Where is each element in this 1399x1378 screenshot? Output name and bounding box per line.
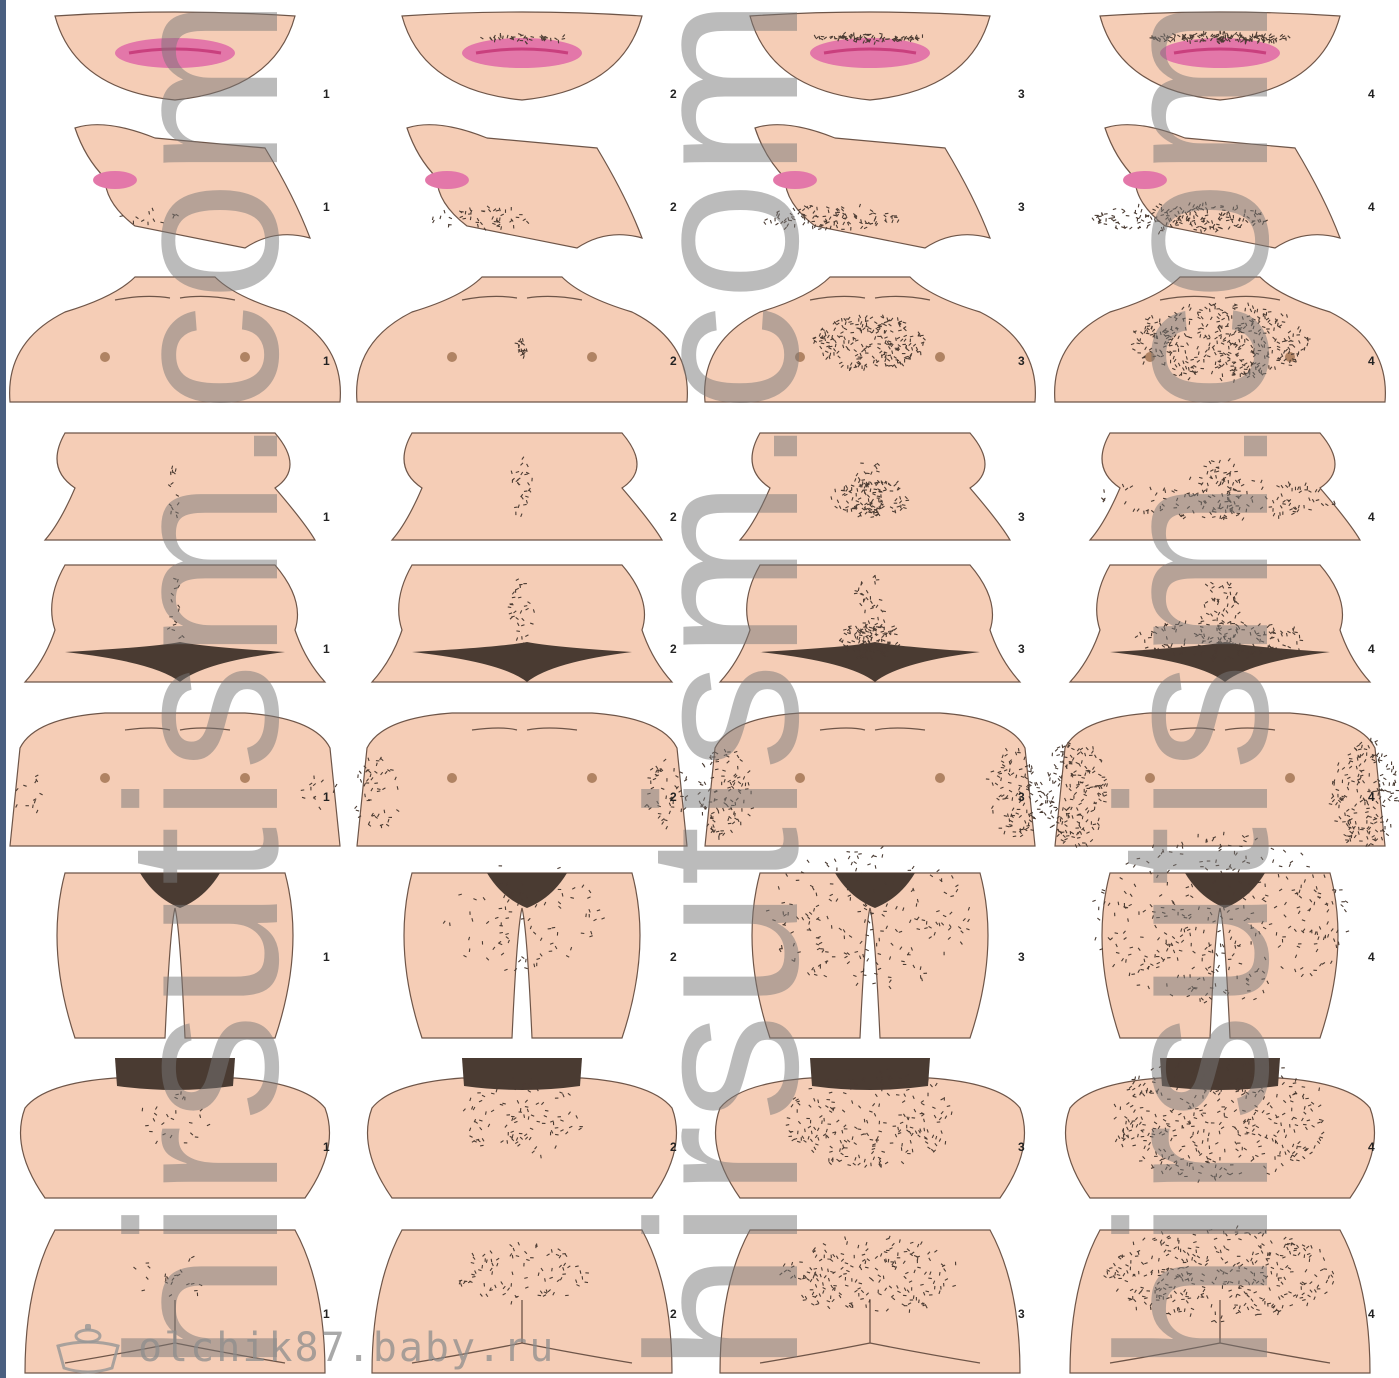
level-number: 1 — [323, 790, 330, 804]
level-number: 1 — [323, 1307, 330, 1321]
level-number: 1 — [323, 642, 330, 656]
level-number: 3 — [1018, 200, 1025, 214]
level-number: 4 — [1368, 87, 1375, 101]
level-number: 4 — [1368, 950, 1375, 964]
credit-watermark: olchik87.baby.ru — [52, 1322, 555, 1374]
level-number: 3 — [1018, 1307, 1025, 1321]
level-number: 3 — [1018, 1140, 1025, 1154]
level-number: 1 — [323, 510, 330, 524]
credit-text: olchik87.baby.ru — [138, 1325, 555, 1371]
level-number: 4 — [1368, 510, 1375, 524]
level-number: 1 — [323, 87, 330, 101]
watermark: hirsutism.com — [615, 0, 830, 1372]
level-number: 1 — [323, 354, 330, 368]
level-number: 1 — [323, 200, 330, 214]
watermark: hirsutism.com — [1085, 0, 1300, 1372]
level-number: 3 — [1018, 87, 1025, 101]
level-number: 3 — [1018, 950, 1025, 964]
level-number: 3 — [1018, 642, 1025, 656]
level-number: 4 — [1368, 200, 1375, 214]
level-number: 4 — [1368, 642, 1375, 656]
level-number: 4 — [1368, 790, 1375, 804]
watermark: hirsutism.com — [95, 0, 310, 1372]
level-number: 1 — [323, 950, 330, 964]
level-number: 3 — [1018, 510, 1025, 524]
pot-icon — [52, 1322, 124, 1374]
level-number: 4 — [1368, 1140, 1375, 1154]
level-number: 4 — [1368, 1307, 1375, 1321]
level-number: 3 — [1018, 354, 1025, 368]
level-number: 3 — [1018, 790, 1025, 804]
level-number: 4 — [1368, 354, 1375, 368]
level-number: 1 — [323, 1140, 330, 1154]
